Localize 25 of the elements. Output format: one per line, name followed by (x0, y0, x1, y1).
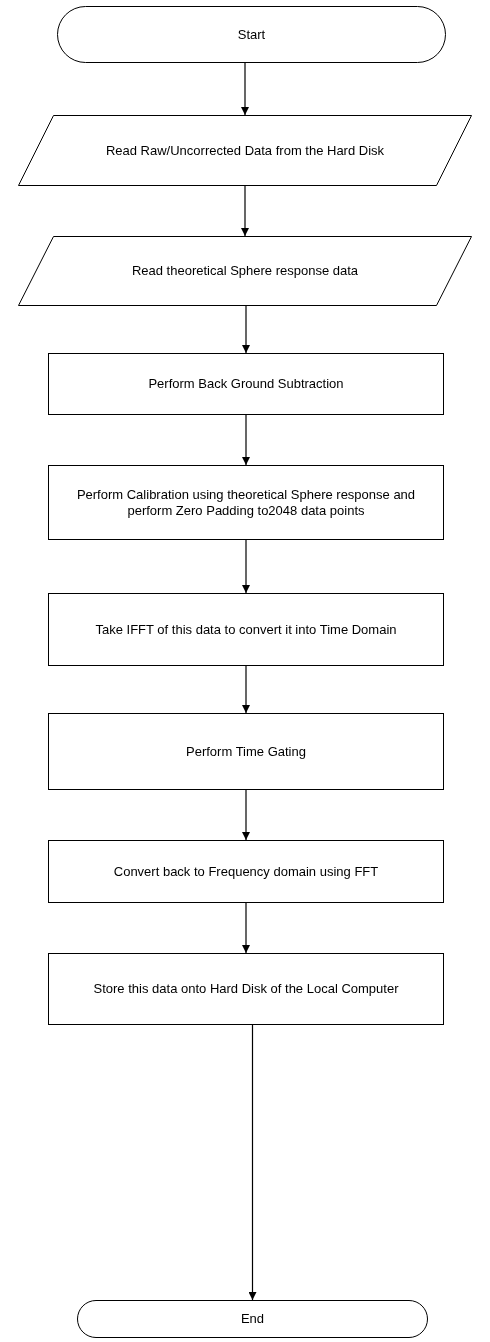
process-box (48, 593, 444, 666)
process-box (48, 713, 444, 790)
process-box (48, 953, 444, 1025)
arrow (242, 789, 250, 841)
arrow (242, 414, 250, 466)
step-label: Start (236, 26, 267, 43)
step-label: Convert back to Frequency domain using FFT (112, 863, 380, 880)
step-label: Read Raw/Uncorrected Data from the Hard Disk (104, 142, 386, 159)
step-label: End (239, 1311, 266, 1327)
arrow (242, 665, 250, 714)
arrow (248, 1024, 257, 1301)
step-label: Store this data onto Hard Disk of the Local Computer (92, 981, 400, 997)
step-label: Perform Calibration using theoretical Sphere response and perform Zero Padding to2048 data points (75, 486, 417, 519)
step-label: Read theoretical Sphere response data (130, 263, 360, 279)
process-box (48, 353, 444, 415)
process-box (48, 840, 444, 903)
step-label: Perform Back Ground Subtraction (147, 376, 345, 392)
step-label: Perform Time Gating (185, 743, 307, 760)
arrow (241, 62, 249, 116)
arrow (242, 902, 250, 954)
process-box (48, 465, 444, 540)
arrow (242, 305, 250, 354)
step-label: Take IFFT of this data to convert it into Time Domain (94, 621, 398, 638)
arrow (241, 185, 249, 237)
arrow (242, 539, 250, 594)
